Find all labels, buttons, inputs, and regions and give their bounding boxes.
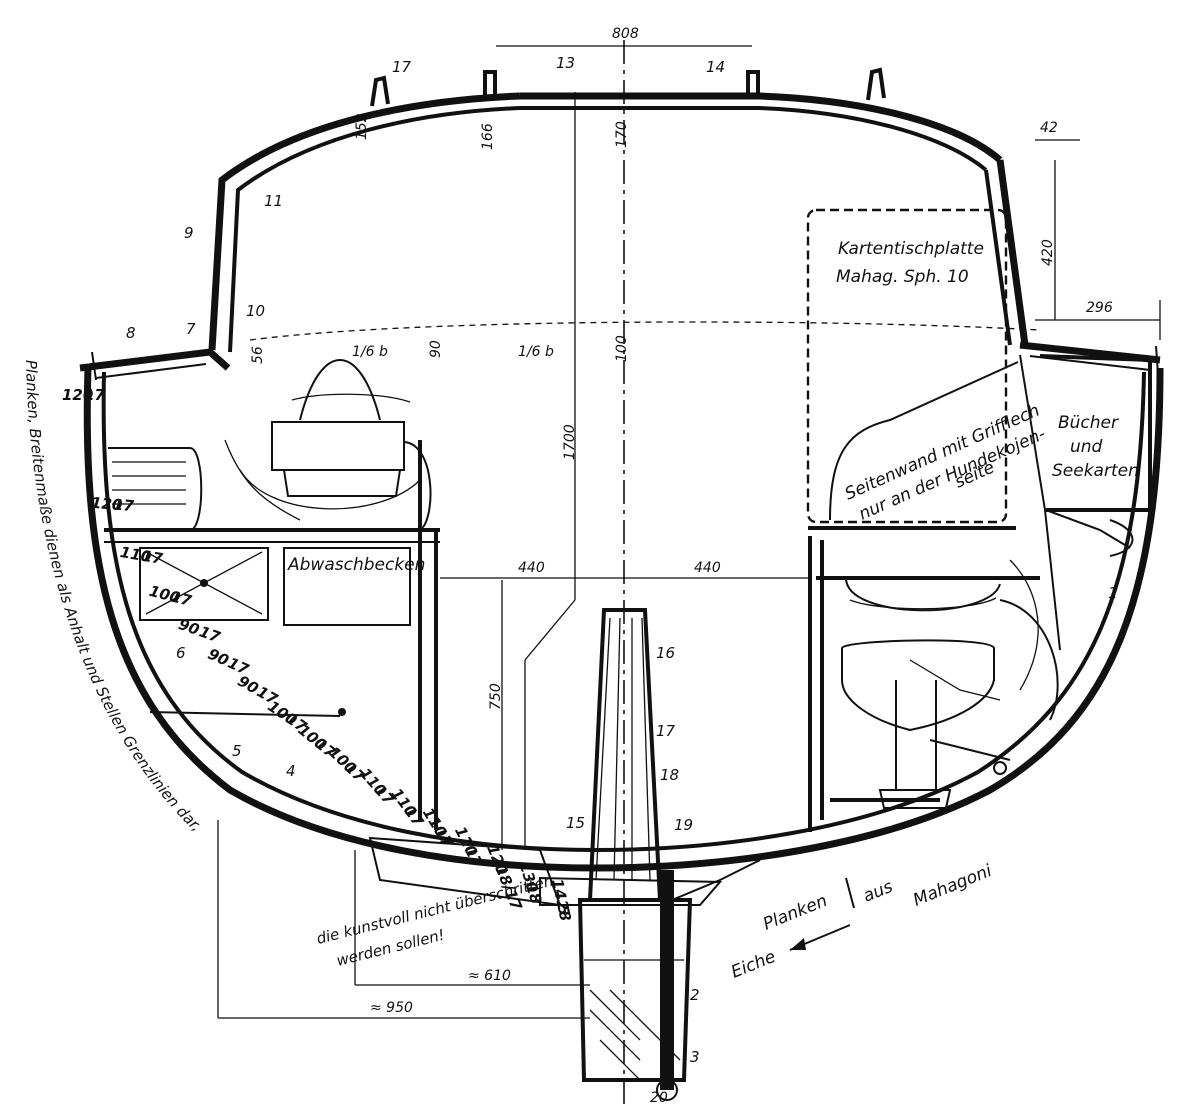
- heads-right: [806, 208, 1152, 832]
- part-16: 16: [656, 644, 675, 662]
- part-14: 14: [706, 58, 725, 76]
- deck-and-cabin: [79, 67, 1161, 381]
- part-11: 11: [264, 192, 283, 210]
- planks-arrow-head: [790, 938, 806, 950]
- part-17-keel: 17: [656, 722, 676, 740]
- galley-left: [104, 359, 440, 830]
- part-3: 3: [690, 1048, 700, 1066]
- chart-table-label-2: Mahag. Sph. 10: [836, 267, 969, 287]
- chart-table-label-1: Kartentischplatte: [838, 239, 984, 259]
- part-17-roof: 17: [392, 58, 412, 76]
- books-label-3: Seekarten: [1052, 461, 1139, 481]
- books-label-2: und: [1070, 437, 1103, 457]
- dim-1-6b-right: 1/6 b: [518, 344, 554, 360]
- planks-aus-label: aus: [860, 877, 895, 907]
- plank-width-2: 110: [119, 543, 153, 566]
- keel: [539, 608, 723, 1101]
- part-19: 19: [674, 816, 693, 834]
- dim-166: 166: [480, 123, 496, 150]
- part-2: 2: [690, 986, 700, 1004]
- dimension-labels: 808 152 166 170 42 420 296 56 90 1/6 b 1…: [250, 26, 1113, 1106]
- part-18: 18: [660, 766, 679, 784]
- part-4: 4: [286, 762, 296, 780]
- part-9: 9: [184, 224, 194, 242]
- text-labels: Kartentischplatte Mahag. Sph. 10 Seitenw…: [287, 239, 1139, 983]
- dim-152: 152: [354, 113, 370, 140]
- dim-1-6b-left: 1/6 b: [352, 344, 388, 360]
- plank-thickness-1: 17: [112, 495, 135, 515]
- dim-808: 808: [612, 26, 639, 42]
- plank-thickness-2: 17: [140, 547, 164, 568]
- sink-label: Abwaschbecken: [287, 555, 425, 575]
- part-15: 15: [566, 814, 585, 832]
- dim-296: 296: [1086, 300, 1113, 316]
- part-numbers: 1 2 3 4 5 6 7 8 9 10 11 13 14 15 16 17 1…: [126, 54, 1118, 1066]
- dim-56: 56: [250, 346, 266, 364]
- dim-20: 20: [650, 1090, 668, 1106]
- part-5: 5: [232, 742, 242, 760]
- planks-mahogany-label: Mahagoni: [910, 861, 995, 911]
- dim-420: 420: [1040, 239, 1056, 266]
- part-6: 6: [176, 644, 186, 662]
- part-10: 10: [246, 302, 265, 320]
- planks-divider: [845, 877, 855, 909]
- dim-42: 42: [1040, 120, 1058, 136]
- part-8: 8: [126, 324, 136, 342]
- part-13: 13: [556, 54, 575, 72]
- plank-width-scale: 1201712017110171001790179017901710017100…: [62, 386, 575, 923]
- dim-950: ≈ 950: [370, 1000, 413, 1016]
- reference-lines: [217, 40, 1161, 1106]
- plank-thickness-4: 17: [197, 622, 223, 646]
- dim-170: 170: [614, 121, 630, 148]
- planks-label: Planken: [760, 891, 830, 935]
- plank-thickness-16: 28: [553, 899, 575, 923]
- dim-440-right: 440: [694, 560, 721, 576]
- plank-width-1: 120: [90, 494, 123, 515]
- plank-width-0: 120: [62, 386, 93, 404]
- dim-90: 90: [428, 340, 444, 358]
- plank-thickness-3: 17: [169, 587, 194, 610]
- plank-thickness-0: 17: [84, 386, 105, 404]
- dim-610: ≈ 610: [468, 968, 511, 984]
- dim-440-left: 440: [518, 560, 545, 576]
- plank-thickness-15: 18: [522, 881, 545, 906]
- part-7: 7: [186, 320, 196, 338]
- planks-oak-label: Eiche: [728, 947, 778, 983]
- dim-100: 100: [614, 335, 630, 362]
- dim-1700: 1700: [562, 424, 578, 460]
- dim-750: 750: [488, 683, 504, 710]
- books-label-1: Bücher: [1058, 413, 1119, 433]
- plank-width-4: 90: [176, 615, 202, 639]
- planking-note: Planken, Breitenmaße dienen als Anhalt u…: [22, 360, 555, 970]
- part-1: 1: [1108, 584, 1118, 602]
